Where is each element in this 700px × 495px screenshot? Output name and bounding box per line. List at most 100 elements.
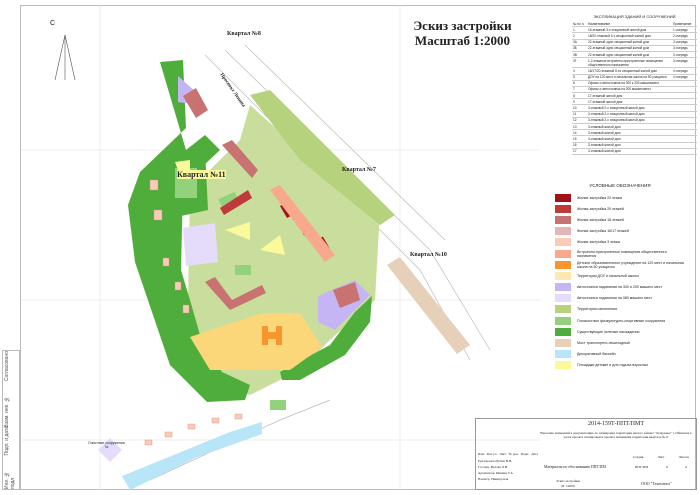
north-label: С <box>50 20 56 27</box>
legend-item: Существующие зеленые насаждения <box>555 326 685 337</box>
playground <box>260 235 285 255</box>
table-cell: 3-этажный жилой дом <box>587 129 672 137</box>
table-cell: 17-этажный жилой дом <box>587 92 672 100</box>
block-7-label: Квартал №7 <box>342 167 376 173</box>
legend-swatch <box>555 339 571 348</box>
table-cell: 3-этажный 2-х секционный жилой дом <box>587 104 672 112</box>
legend-swatch <box>555 283 571 292</box>
table-cell: 3Б <box>572 45 587 52</box>
legend-label: Плоскостные физкультурно-спортивные соор… <box>577 318 666 323</box>
legend-swatch <box>555 271 571 280</box>
table-cell <box>672 123 697 131</box>
table-cell: 15 <box>572 135 587 143</box>
legend-item: Автостоянка надземная на 300 и 200 машин… <box>555 282 685 293</box>
legend-swatch <box>555 305 571 314</box>
inner-green <box>140 192 162 242</box>
project-code: 2014-159Т-ППТ/ПМТ <box>588 421 644 427</box>
legend-label: Жилая застройка 20 этажей <box>577 206 624 211</box>
table-cell <box>672 142 697 149</box>
table-cell: 4 очередь <box>672 74 697 81</box>
building-1 <box>222 140 258 178</box>
legend-label: Мост транспортно-пешеходный <box>577 341 630 346</box>
legend-label: Автостоянка подземная на 380 машино мест <box>577 296 653 301</box>
legend-swatch <box>555 294 571 303</box>
greening-strip <box>250 90 395 225</box>
table-cell: 1 очередь <box>672 26 697 34</box>
table-cell: 3-этажный 2-х секционный жилой дом <box>587 117 672 125</box>
materials-label: Материалы по обоснованию ППТ/ПМ <box>544 465 606 469</box>
legend-label: Территория ДОУ и начальной школы <box>577 273 639 278</box>
building-3g <box>270 185 335 262</box>
table-cell: 17 <box>572 148 587 155</box>
existing-green <box>280 296 372 380</box>
table-cell: 17-этажный жилой дом <box>587 98 672 106</box>
table-cell: 12 <box>572 117 587 125</box>
organization: ООО "Технолига" <box>641 481 672 486</box>
block-8-label: Квартал №8 <box>227 31 261 37</box>
legend-item: Жилая застройка 20 этажей <box>555 203 685 214</box>
table-cell: 3В <box>572 51 587 59</box>
parking-under <box>183 223 218 266</box>
sports-field <box>218 191 240 211</box>
sports-field <box>270 400 286 410</box>
legend-swatch <box>555 193 571 202</box>
low-rise-buildings <box>144 179 243 446</box>
legend-swatch <box>555 260 571 269</box>
table-cell: 6 <box>572 80 587 87</box>
table-cell: 11 <box>572 111 587 118</box>
legend-label: Встроенно-пристроенные помещения обществ… <box>577 249 667 258</box>
building-2 <box>220 190 252 215</box>
legend-item: Жилая застройка 16/17 этажей <box>555 226 685 237</box>
building-4 <box>205 277 266 310</box>
legend-swatch <box>555 361 571 370</box>
legend-item: Жилая застройка 3 этажа <box>555 237 685 248</box>
table-cell: 3А <box>572 39 587 46</box>
legend-swatch <box>555 249 571 258</box>
explication-title: ЭКСПЛИКАЦИЯ ЗДАНИЙ И СООРУЖЕНИЙ <box>593 14 676 19</box>
existing-green <box>128 60 250 402</box>
table-cell: 14 <box>572 129 587 137</box>
legend-label: Жилая застройка 16/17 этажей <box>577 229 629 234</box>
legend-label: Жилая застройка 3 этажа <box>577 240 620 245</box>
block-11-label: Квартал №11 <box>177 170 226 179</box>
legend-label: Существующие зеленые насаждения <box>577 329 640 334</box>
table-cell: 3-этажный 2-х секционный жилой дом <box>587 111 672 118</box>
table-cell: 9 <box>572 98 587 106</box>
legend-swatch <box>555 238 571 247</box>
table-cell: 3 очередь <box>672 45 697 52</box>
table-cell: Офисы и автостоянка на 300 к 200 машином… <box>587 80 672 87</box>
project-description: Внесение изменений в документацию по пла… <box>540 431 692 439</box>
legend-item: Автостоянка подземная на 380 машино мест <box>555 293 685 304</box>
legend-swatch <box>555 227 571 236</box>
table-cell <box>672 135 697 143</box>
legend-item: Мост транспортно-пешеходный <box>555 337 685 348</box>
table-cell: 7 <box>572 86 587 94</box>
table-cell: 16-этажный 3-х секционный жилой дом <box>587 26 672 34</box>
table-cell: 3 очередь <box>672 51 697 59</box>
table-cell <box>672 129 697 137</box>
dou-territory <box>190 313 322 370</box>
table-cell: 2 <box>572 32 587 40</box>
legend-item: Площадки детские и для отдыха взрослых <box>555 360 685 371</box>
table-cell <box>672 117 697 125</box>
